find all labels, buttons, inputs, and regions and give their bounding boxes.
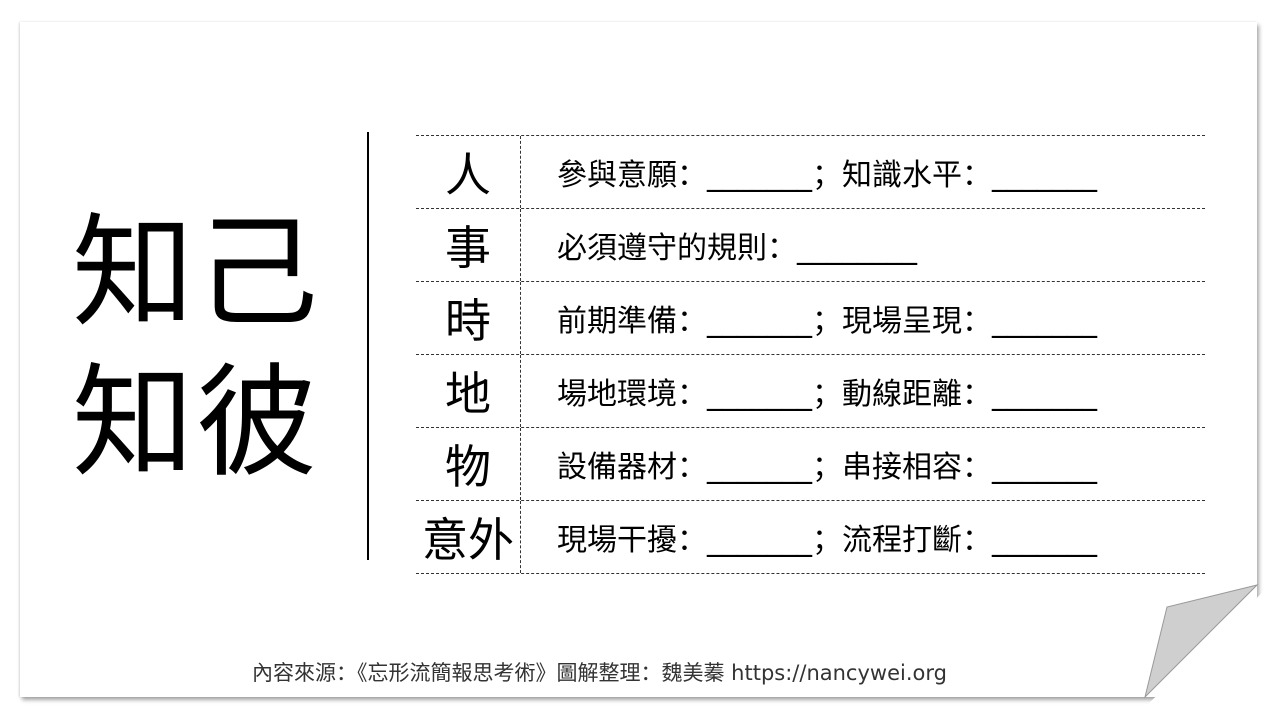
- title-line-2: 知彼: [72, 352, 320, 494]
- divider: [367, 132, 369, 560]
- row-key: 時: [416, 282, 521, 354]
- row-key: 人: [416, 136, 521, 208]
- table-row: 地 場地環境：_______；動線距離：_______: [416, 354, 1205, 427]
- table-row: 人 參與意願：_______；知識水平：_______: [416, 135, 1205, 208]
- row-value: 必須遵守的規則：________: [557, 231, 917, 266]
- slide-page: [20, 22, 1257, 697]
- row-key: 地: [416, 355, 521, 427]
- row-key: 物: [416, 428, 521, 500]
- table-row: 事 必須遵守的規則：________: [416, 208, 1205, 281]
- source-footer: 內容來源：《忘形流簡報思考術》圖解整理：魏美蓁 https://nancywei…: [252, 661, 947, 685]
- row-value: 場地環境：_______；動線距離：_______: [557, 377, 1097, 412]
- row-key: 事: [416, 209, 521, 281]
- row-key: 意外: [416, 501, 521, 573]
- table-row: 時 前期準備：_______；現場呈現：_______: [416, 281, 1205, 354]
- checklist-table: 人 參與意願：_______；知識水平：_______ 事 必須遵守的規則：____…: [416, 135, 1205, 574]
- table-row: 物 設備器材：_______；串接相容：_______: [416, 427, 1205, 500]
- title-line-1: 知己: [72, 202, 320, 344]
- table-row: 意外 現場干擾：_______；流程打斷：_______: [416, 500, 1205, 574]
- row-value: 前期準備：_______；現場呈現：_______: [557, 304, 1097, 339]
- row-value: 現場干擾：_______；流程打斷：_______: [557, 523, 1097, 558]
- row-value: 設備器材：_______；串接相容：_______: [557, 450, 1097, 485]
- row-value: 參與意願：_______；知識水平：_______: [557, 158, 1097, 193]
